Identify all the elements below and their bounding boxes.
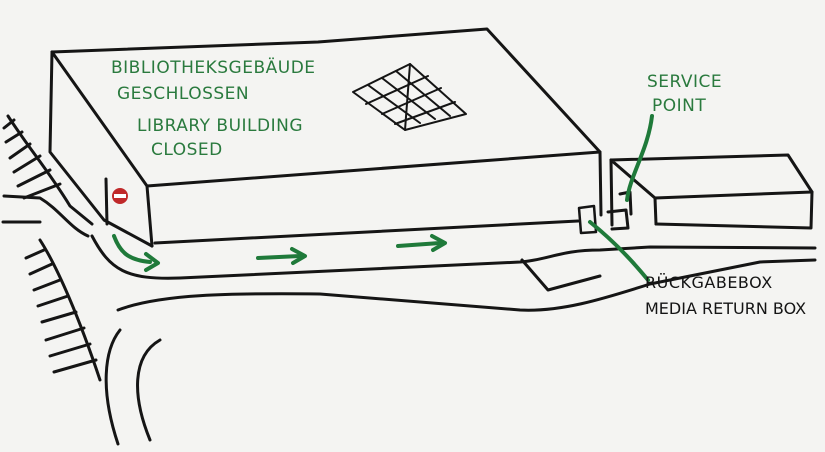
return-box-pointer [588,220,650,282]
closed-label-de-line2: GESCHLOSSEN [117,84,250,104]
stairs [2,114,102,382]
closed-label-en-line2: CLOSED [151,140,223,160]
return-box-label-en: MEDIA RETURN BOX [645,299,807,318]
service-point-pointer [625,114,654,202]
closed-label-de-line1: BIBLIOTHEKSGEBÄUDE [111,58,316,78]
arrow-right-icon [396,234,447,252]
arrow-right-icon [256,247,307,265]
service-point-label-line2: POINT [652,96,707,116]
return-box-label-de: RÜCKGABEBOX [645,273,773,292]
closed-label-en-line1: LIBRARY BUILDING [137,116,303,136]
no-entry-icon [112,188,128,204]
service-point-label-line1: SERVICE [647,72,723,92]
service-point-building [606,153,814,231]
arrow-right-icon [112,234,160,272]
library-building [48,27,603,248]
walkways [1,194,817,446]
ink-layer [1,27,817,446]
return-box [577,204,598,235]
skylight-icon [352,63,467,131]
